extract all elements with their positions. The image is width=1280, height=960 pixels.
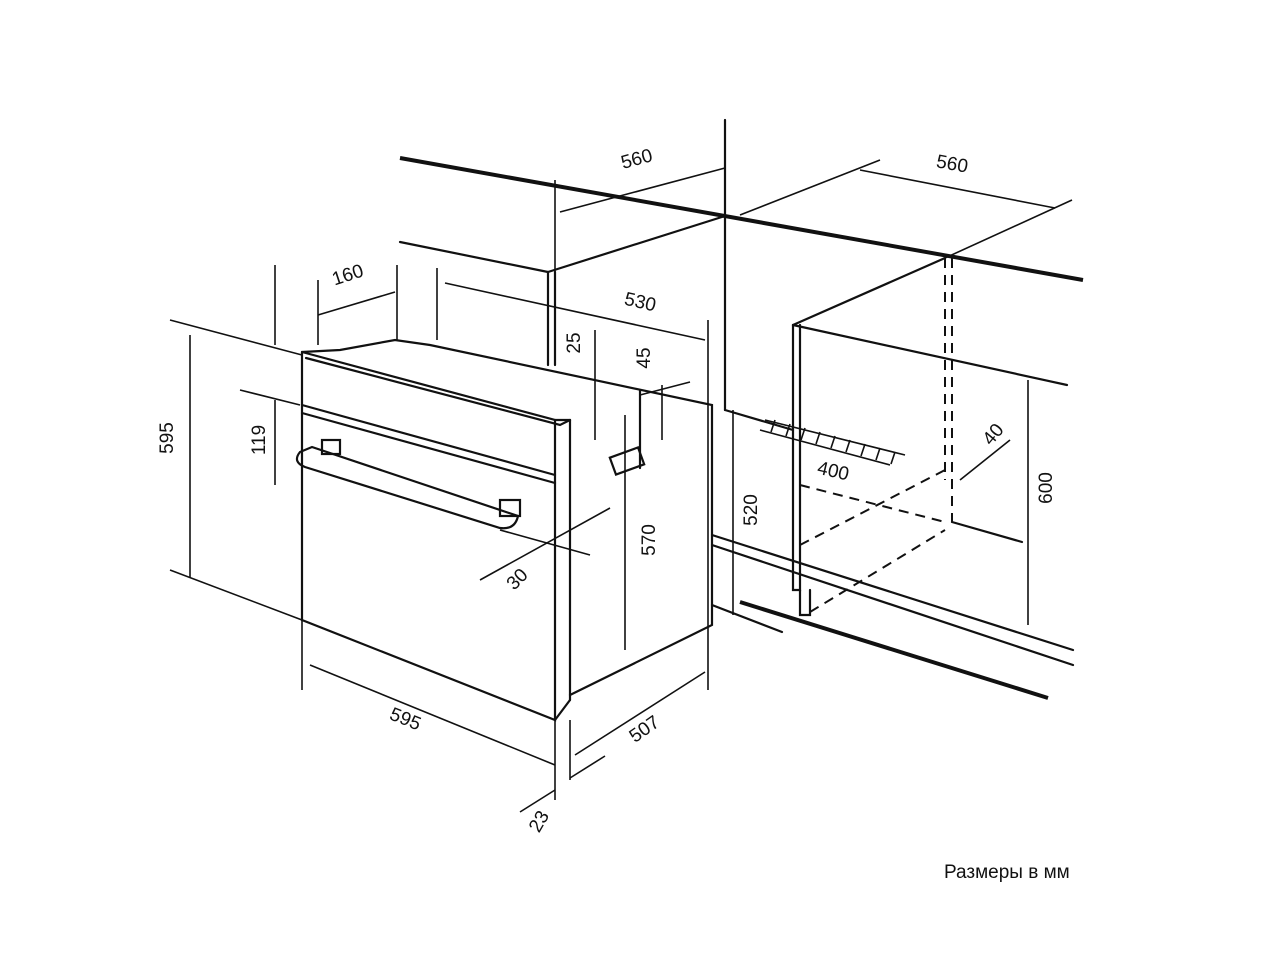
left-cabinet-top — [546, 214, 727, 274]
right-cabinet-shelf — [791, 323, 1069, 387]
right-cabinet-top — [791, 256, 947, 327]
floor-line — [739, 600, 1049, 700]
dim-body-height: 570 — [639, 524, 660, 556]
countertop-edge — [399, 156, 1084, 282]
floor-line-left — [710, 603, 784, 634]
dim-handle-offset: 30 — [503, 565, 533, 595]
dim-top-gap: 25 — [564, 332, 585, 353]
dim-niche-depth: 530 — [622, 289, 658, 317]
oven — [295, 338, 714, 722]
dim-panel-height: 119 — [249, 425, 270, 455]
dim-oven-height: 595 — [157, 422, 178, 454]
countertop-lower-edge — [398, 240, 550, 274]
handle — [295, 445, 520, 530]
dim-cabinet-width-right: 560 — [935, 151, 970, 177]
vent-hatch — [764, 419, 906, 465]
units-caption: Размеры в мм — [944, 862, 1070, 883]
dim-rear-clearance: 160 — [330, 261, 367, 291]
hidden-edge — [809, 529, 946, 613]
dim-vent-width: 400 — [815, 458, 851, 486]
plinth — [710, 543, 1075, 667]
dimension-lines — [169, 159, 1073, 813]
hidden-edge — [799, 469, 946, 546]
cabinet-bottom-edge — [950, 520, 1024, 544]
dim-top-gap-2: 45 — [634, 347, 655, 368]
dim-front-thickness: 23 — [525, 807, 554, 836]
dim-niche-height-cabinet: 600 — [1036, 472, 1057, 504]
dim-niche-height-oven: 520 — [741, 494, 762, 526]
cabinet-foot — [798, 588, 812, 617]
dim-oven-depth: 507 — [626, 712, 664, 747]
plinth — [710, 533, 1075, 652]
niche-back-edge — [723, 408, 795, 432]
right-cabinet-wall — [791, 323, 802, 592]
dim-cabinet-width-left: 560 — [619, 145, 655, 173]
hidden-edge — [799, 484, 946, 523]
